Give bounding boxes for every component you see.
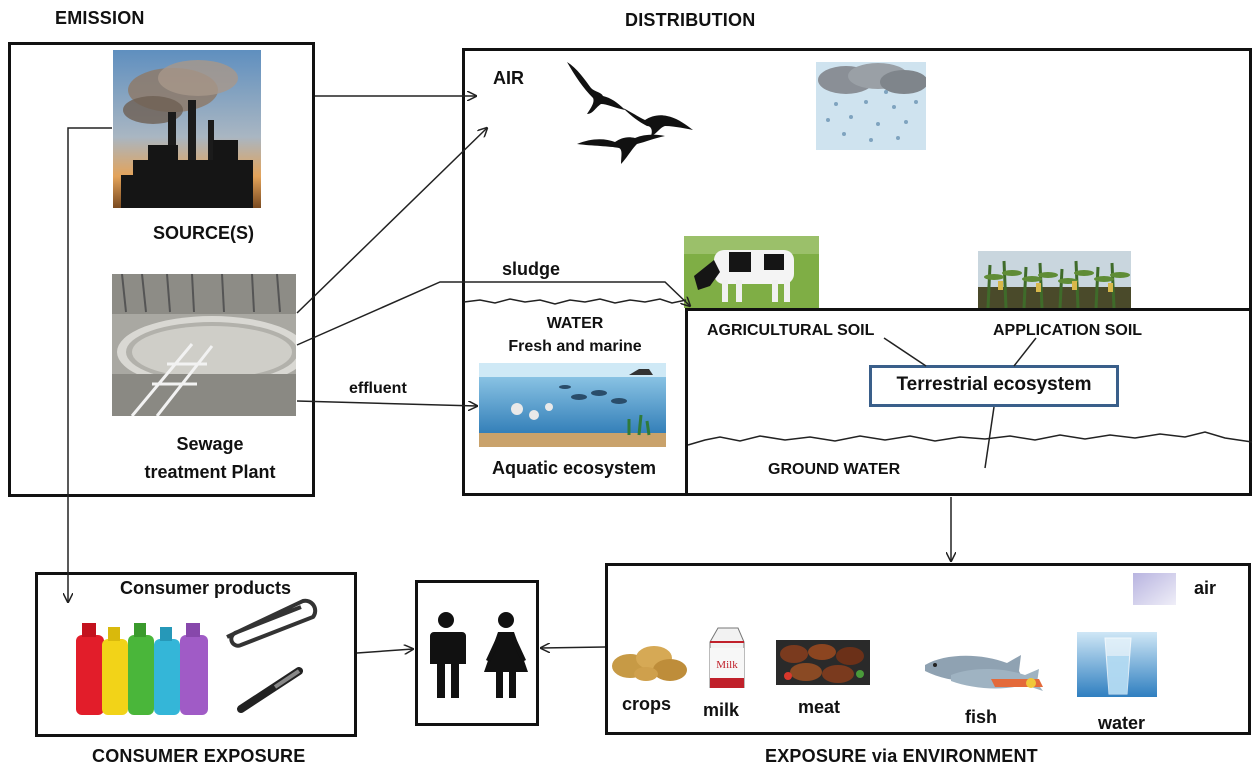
agricultural-soil-label: AGRICULTURAL SOIL	[707, 322, 875, 339]
environment-exposure-box	[605, 563, 1251, 735]
consumer-exposure-header: CONSUMER EXPOSURE	[92, 746, 306, 766]
env-air-label: air	[1194, 578, 1217, 598]
potatoes-icon	[610, 640, 690, 682]
arrow-emission-to-consumer	[68, 127, 112, 602]
meat-label: meat	[798, 697, 841, 717]
fish-label: fish	[965, 707, 998, 727]
rain-cloud-icon	[816, 62, 926, 150]
milk-carton-icon: Milk	[706, 626, 748, 688]
arrow-environment-to-people	[541, 647, 606, 648]
crop-field-icon	[978, 251, 1131, 308]
water-label-line2: Fresh and marine	[508, 338, 642, 355]
pen-icon	[235, 665, 305, 715]
stp-label-line2: treatment Plant	[144, 462, 276, 482]
water-label: water	[1098, 713, 1146, 733]
line-terrestrial-to-groundwater	[984, 406, 995, 469]
arrow-stp-sludge-to-soil	[296, 281, 690, 346]
emission-box	[8, 42, 315, 497]
aquatic-scene-icon	[479, 363, 666, 447]
water-label-line1: WATER	[546, 315, 604, 332]
water-surface-line	[463, 298, 687, 305]
birds-icon	[565, 58, 700, 168]
arrow-stp-to-air	[296, 128, 487, 314]
people-box	[415, 580, 539, 726]
environment-exposure-header: EXPOSURE via ENVIRONMENT	[765, 746, 1038, 766]
effluent-label: effluent	[349, 380, 407, 397]
source-label: SOURCE(S)	[153, 223, 255, 243]
ground-water-label: GROUND WATER	[768, 461, 901, 478]
milk-label: milk	[703, 700, 740, 720]
groundwater-surface-line	[687, 431, 1253, 446]
air-label: AIR	[493, 68, 524, 88]
factory-icon	[113, 50, 261, 208]
paperclip-icon	[215, 597, 325, 649]
consumer-box	[35, 572, 357, 737]
sludge-label: sludge	[502, 259, 561, 279]
meat-icon	[776, 640, 870, 685]
sewage-plant-icon	[112, 274, 296, 416]
arrow-consumer-to-people	[356, 649, 413, 653]
line-application-to-terrestrial	[1013, 337, 1037, 367]
fish-icon	[921, 649, 1051, 691]
consumer-products-label: Consumer products	[120, 578, 292, 598]
milk-carton-text: Milk	[716, 659, 738, 671]
terrestrial-box	[685, 308, 1252, 496]
air-swatch-icon	[1133, 573, 1176, 605]
bottles-icon	[72, 615, 212, 718]
man-icon	[420, 612, 472, 700]
water-glass-icon	[1077, 632, 1157, 697]
arrow-effluent-to-water	[296, 400, 477, 406]
application-soil-label: APPLICATION SOIL	[993, 322, 1143, 339]
aquatic-label: Aquatic ecosystem	[492, 458, 657, 478]
distribution-header: DISTRIBUTION	[625, 10, 756, 30]
emission-header: EMISSION	[55, 8, 145, 28]
terrestrial-ecosystem-box: Terrestrial ecosystem	[869, 365, 1119, 407]
woman-icon	[478, 612, 534, 700]
cow-icon	[684, 236, 819, 308]
stp-label-line1: Sewage	[176, 434, 244, 454]
line-agri-to-terrestrial	[883, 337, 927, 367]
crops-label: crops	[622, 694, 672, 714]
